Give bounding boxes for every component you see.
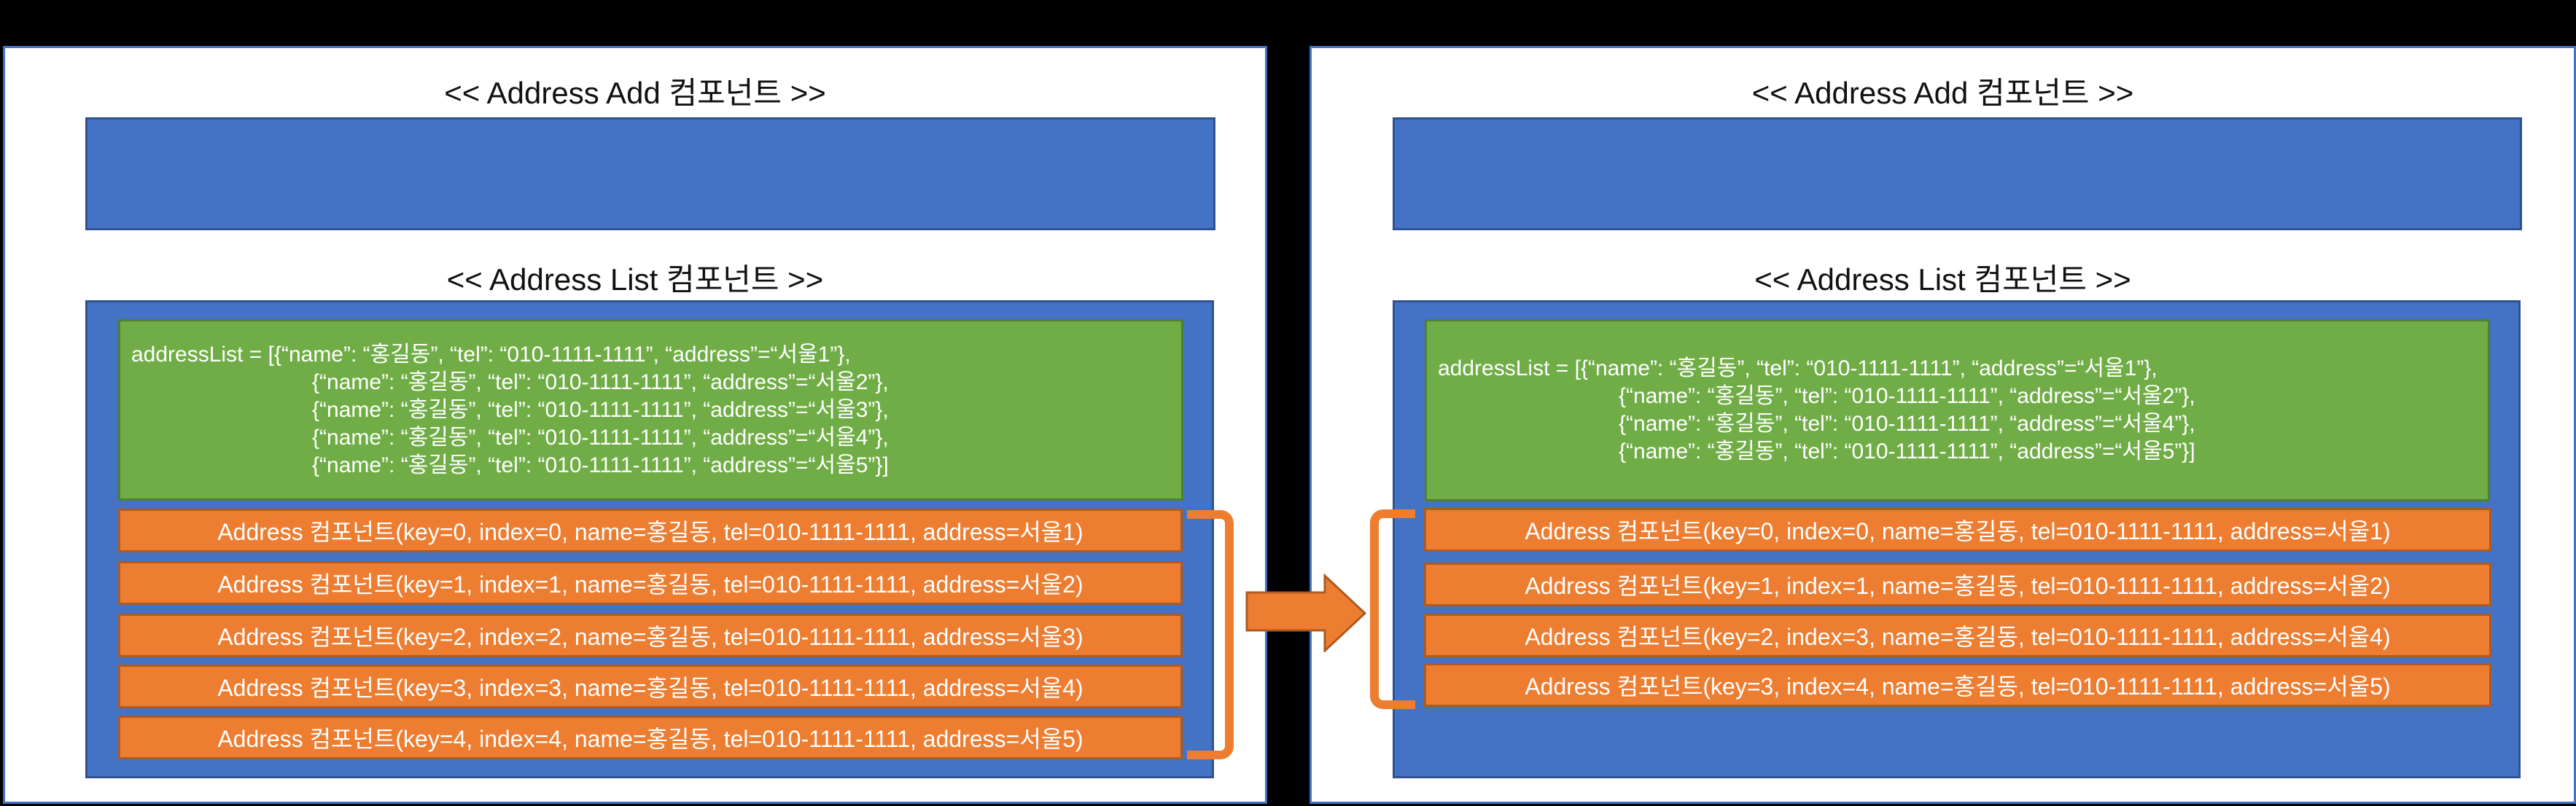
code-line: {“name”: “홍길동”, “tel”: “010-1111-1111”, … <box>312 397 889 422</box>
address-add-title: << Address Add 컴포넌트 >> <box>1751 76 2134 110</box>
group-bracket-left-of-after-rows <box>1370 509 1415 709</box>
group-bracket-right-of-before-rows <box>1187 510 1234 759</box>
address-list-title: << Address List 컴포넌트 >> <box>446 262 824 297</box>
address-component-row: Address 컴포넌트(key=2, index=2, name=홍길동, t… <box>118 614 1183 657</box>
code-line: {“name”: “홍길동”, “tel”: “010-1111-1111”, … <box>312 425 889 450</box>
panel-before: << Address Add 컴포넌트 >> << Address List 컴… <box>3 46 1267 804</box>
address-list-state-code: addressList = [{“name”: “홍길동”, “tel”: “0… <box>118 319 1183 501</box>
address-component-row: Address 컴포넌트(key=4, index=4, name=홍길동, t… <box>118 716 1183 759</box>
address-add-title: << Address Add 컴포넌트 >> <box>444 76 826 110</box>
code-line: {“name”: “홍길동”, “tel”: “010-1111-1111”, … <box>1619 439 2195 463</box>
address-component-row: Address 컴포넌트(key=0, index=0, name=홍길동, t… <box>118 509 1183 552</box>
address-component-row: Address 컴포넌트(key=1, index=1, name=홍길동, t… <box>118 561 1183 605</box>
address-list-component-box: addressList = [{“name”: “홍길동”, “tel”: “0… <box>85 300 1214 778</box>
address-component-row: Address 컴포넌트(key=1, index=1, name=홍길동, t… <box>1424 563 2491 606</box>
address-component-row: Address 컴포넌트(key=3, index=4, name=홍길동, t… <box>1424 663 2491 707</box>
right-arrow-icon <box>1245 574 1367 652</box>
code-line: addressList = [{“name”: “홍길동”, “tel”: “0… <box>1438 356 2157 380</box>
code-line: {“name”: “홍길동”, “tel”: “010-1111-1111”, … <box>312 369 889 394</box>
address-add-component-box <box>85 117 1215 230</box>
code-line: {“name”: “홍길동”, “tel”: “010-1111-1111”, … <box>1619 384 2195 408</box>
panel-after: << Address Add 컴포넌트 >> << Address List 컴… <box>1310 46 2576 804</box>
address-list-component-box: addressList = [{“name”: “홍길동”, “tel”: “0… <box>1393 300 2521 778</box>
address-list-title: << Address List 컴포넌트 >> <box>1754 262 2131 297</box>
code-line: {“name”: “홍길동”, “tel”: “010-1111-1111”, … <box>1619 412 2195 436</box>
code-line: {“name”: “홍길동”, “tel”: “010-1111-1111”, … <box>312 453 889 477</box>
address-component-row: Address 컴포넌트(key=2, index=3, name=홍길동, t… <box>1424 614 2491 657</box>
address-list-state-code: addressList = [{“name”: “홍길동”, “tel”: “0… <box>1425 319 2490 501</box>
address-component-row: Address 컴포넌트(key=0, index=0, name=홍길동, t… <box>1424 508 2491 552</box>
address-component-row: Address 컴포넌트(key=3, index=3, name=홍길동, t… <box>118 665 1183 708</box>
code-line: addressList = [{“name”: “홍길동”, “tel”: “0… <box>131 342 851 367</box>
address-add-component-box <box>1393 117 2522 230</box>
